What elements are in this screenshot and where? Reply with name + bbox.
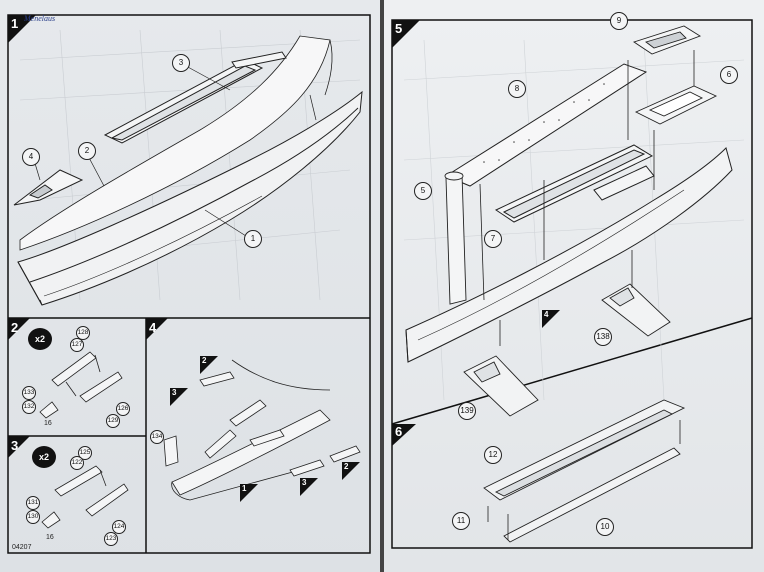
handwritten-note: Menelaus — [24, 14, 56, 23]
part-callout-130: 130 — [26, 510, 40, 524]
quantity-badge-step3: x2 — [32, 446, 56, 468]
part-callout-2: 2 — [78, 142, 96, 160]
part-callout-138: 138 — [594, 328, 612, 346]
part-callout-122: 122 — [70, 456, 84, 470]
step4-bow — [163, 359, 361, 501]
sprue-number-step3: 16 — [46, 534, 54, 541]
step6-part-10 — [503, 447, 681, 543]
part-callout-129: 129 — [106, 414, 120, 428]
instruction-page-left: Menelaus 1 1 2 3 4 2 x2 128 127 133 132 … — [0, 0, 382, 572]
step-6-number: 6 — [395, 424, 403, 439]
part-callout-5: 5 — [414, 182, 432, 200]
step-5-number: 5 — [395, 21, 403, 36]
part-callout-7: 7 — [484, 230, 502, 248]
ref-triangle-3-left: 3 — [172, 388, 177, 397]
kit-code: 04207 — [12, 544, 32, 551]
part-callout-9: 9 — [610, 12, 628, 30]
part-callout-126: 126 — [116, 402, 130, 416]
part-callout-123: 123 — [104, 532, 118, 546]
step-3-number: 3 — [11, 438, 19, 453]
part-callout-128: 128 — [76, 326, 90, 340]
quantity-badge-step2: x2 — [28, 328, 52, 350]
right-page-drawing — [391, 19, 753, 549]
ref-triangle-2-right: 2 — [344, 462, 349, 471]
part-callout-8: 8 — [508, 80, 526, 98]
part-callout-133: 133 — [22, 386, 36, 400]
part-callout-127: 127 — [70, 338, 84, 352]
stand-part-138 — [601, 283, 671, 337]
left-page-drawing — [7, 14, 371, 554]
part-5 — [444, 171, 467, 305]
hull-part-1 — [17, 90, 363, 306]
part-callout-132: 132 — [22, 400, 36, 414]
step-4-number: 4 — [149, 320, 157, 335]
step5-hull — [405, 147, 733, 363]
part-callout-131: 131 — [26, 496, 40, 510]
part-callout-139: 139 — [458, 402, 476, 420]
deck-part-7 — [494, 144, 655, 223]
step-2-number: 2 — [11, 320, 19, 335]
part-6 — [634, 85, 718, 125]
part-callout-3: 3 — [172, 54, 190, 72]
ref-triangle-4: 4 — [544, 310, 549, 319]
sprue-number-step2: 16 — [44, 420, 52, 427]
ref-triangle-1: 1 — [242, 484, 247, 493]
instruction-page-right: 5 9 8 6 5 7 138 139 4 6 12 11 10 — [384, 0, 764, 572]
bow-part-4 — [13, 169, 84, 206]
step-1-number: 1 — [11, 16, 19, 31]
page-gutter — [380, 0, 386, 572]
part-9 — [632, 25, 702, 55]
ref-triangle-3-right: 3 — [302, 478, 307, 487]
part-callout-124: 124 — [112, 520, 126, 534]
part-callout-6: 6 — [720, 66, 738, 84]
part-callout-10: 10 — [596, 518, 614, 536]
deck-part-2 — [19, 35, 333, 251]
stand-part-139 — [463, 355, 539, 417]
part-callout-11: 11 — [452, 512, 470, 530]
part-callout-1: 1 — [244, 230, 262, 248]
part-callout-134: 134 — [150, 430, 164, 444]
ref-triangle-2-top: 2 — [202, 356, 207, 365]
part-callout-4: 4 — [22, 148, 40, 166]
part-callout-125: 125 — [78, 446, 92, 460]
part-callout-12: 12 — [484, 446, 502, 464]
step6-deck-part-12 — [483, 399, 686, 501]
